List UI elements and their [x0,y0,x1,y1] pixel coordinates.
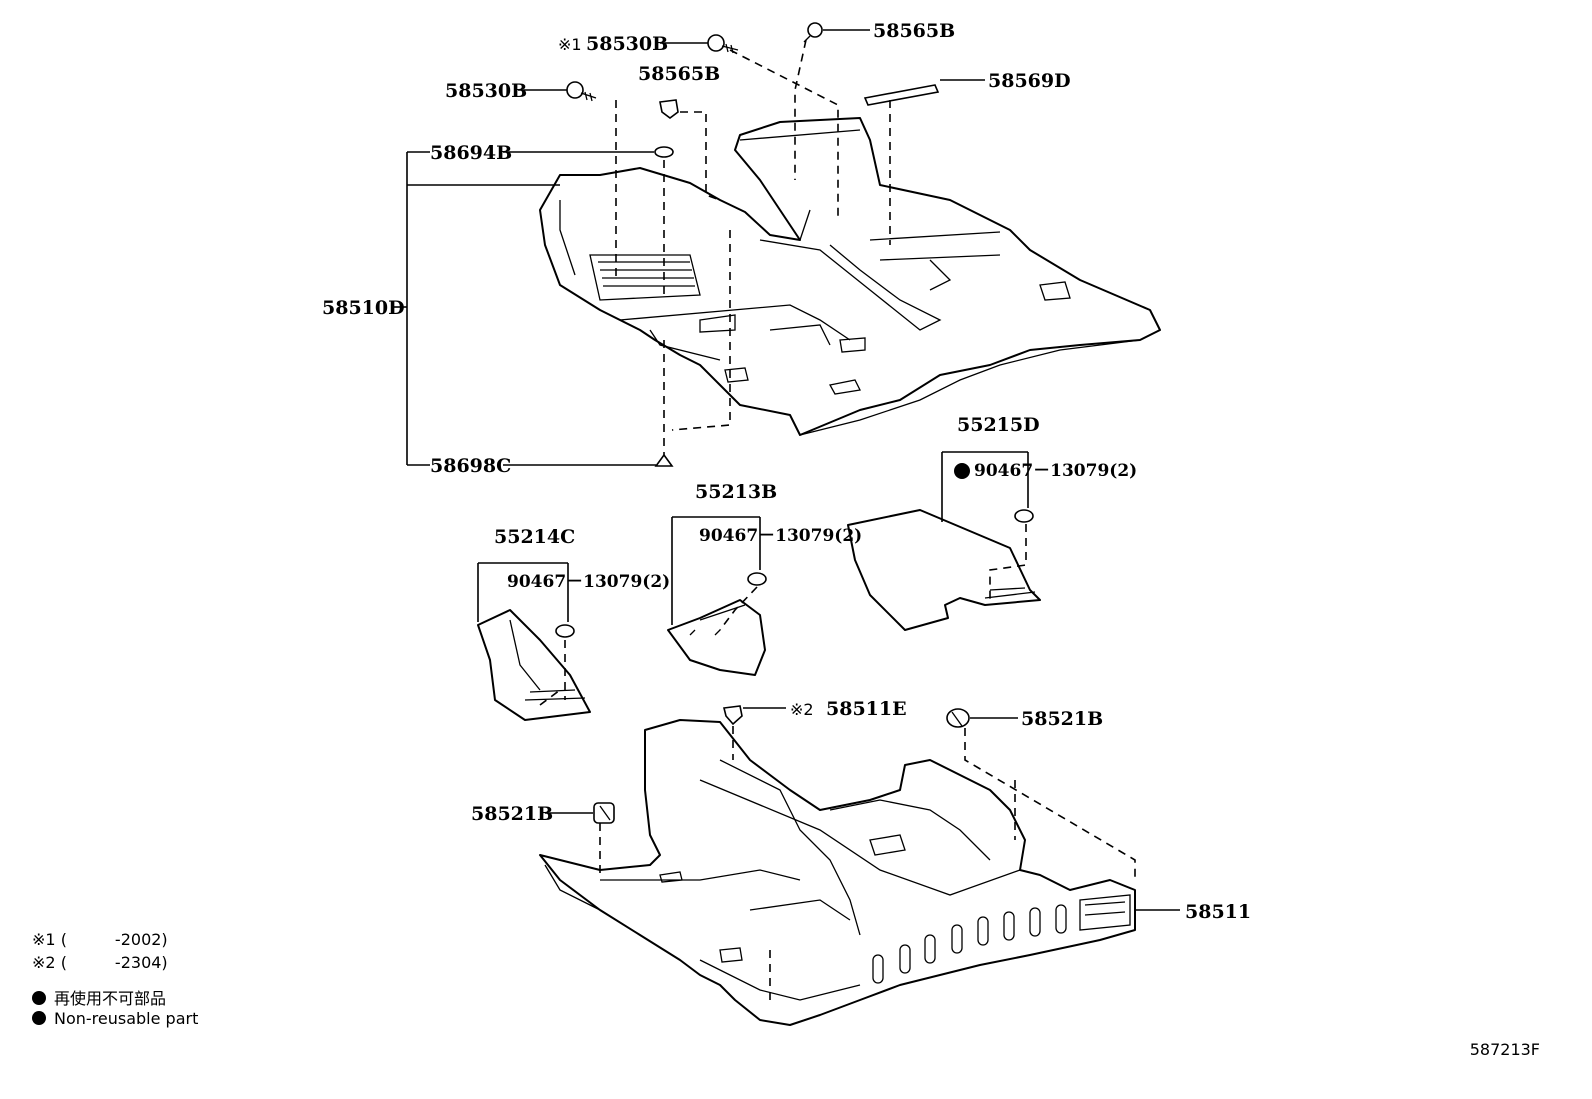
clip-58565B-mid [659,99,679,119]
leaders-55214C [477,562,569,706]
part-labels: ※1 58530B 58565B 58530B 58565B 58569D 58… [322,20,1251,923]
pad-55213B [667,599,766,676]
bullet-dot-icon [32,1011,46,1025]
label-58530B-top: 58530B [586,33,668,55]
label-58698C: 58698C [430,455,511,477]
grommet-58698C [654,453,674,467]
label-90467-b: 90467－13079(2) [699,526,862,546]
fastener-58530B-top [707,34,739,54]
non-reusable-dot [954,463,970,479]
label-58565B-mid: 58565B [638,63,720,85]
figure-code: 587213F [1469,1040,1540,1059]
legend-nonreusable-en: Non-reusable part [32,1009,198,1028]
legend-note-2: ※2 ( -2304) [32,949,168,973]
legend-note-2-mark: ※2 [32,953,56,972]
leaders-lower [545,707,1180,1000]
label-mark-2: ※2 [790,700,814,719]
label-90467-a: 90467－13079(2) [974,461,1137,481]
label-55213B: 55213B [695,481,777,503]
label-58569D: 58569D [988,70,1071,92]
clip-90467-a [1014,509,1034,523]
label-58510D: 58510D [322,297,405,319]
label-55214C: 55214C [494,526,575,548]
clip-58511E [723,705,743,726]
leaders-55215D [941,451,1029,600]
carpet-rear-assembly [539,719,1136,1026]
label-55215D: 55215D [957,414,1040,436]
legend-nonreusable-jp: 再使用不可部品 [32,985,166,1009]
label-58565B-top: 58565B [873,20,955,42]
fastener-58530B-left [566,81,597,102]
pad-55214C [477,609,591,721]
clip-90467-c [555,624,575,638]
legend-en-text: Non-reusable part [54,1009,199,1028]
clip-58521B-left [593,802,615,824]
rear-vent-slots [872,904,1067,984]
legend-jp-text: 再使用不可部品 [54,989,167,1008]
label-58694B: 58694B [430,142,512,164]
legend-note-2-text: ( -2304) [60,953,168,972]
legend-note-1: ※1 ( -2002) [32,926,168,950]
leaders-55213B [671,516,761,631]
legend-note-1-mark: ※1 [32,930,56,949]
leaders-upper [393,29,985,466]
carpet-front-assembly [539,117,1161,436]
label-58521B-right: 58521B [1021,708,1103,730]
clip-58521B-right [946,708,970,728]
label-58521B-left: 58521B [471,803,553,825]
bullet-dot-icon [32,991,46,1005]
clip-90467-b [747,572,767,586]
label-58511: 58511 [1185,901,1251,923]
fastener-58565B-top [803,22,823,43]
pad-55215D [847,509,1041,631]
grommet-58694B [654,146,674,158]
label-mark-1: ※1 [558,35,582,54]
label-90467-c: 90467－13079(2) [507,572,670,592]
legend-note-1-text: ( -2002) [60,930,168,949]
strip-58569D [863,84,940,106]
label-58511E: 58511E [826,698,907,720]
label-58530B-left: 58530B [445,80,527,102]
